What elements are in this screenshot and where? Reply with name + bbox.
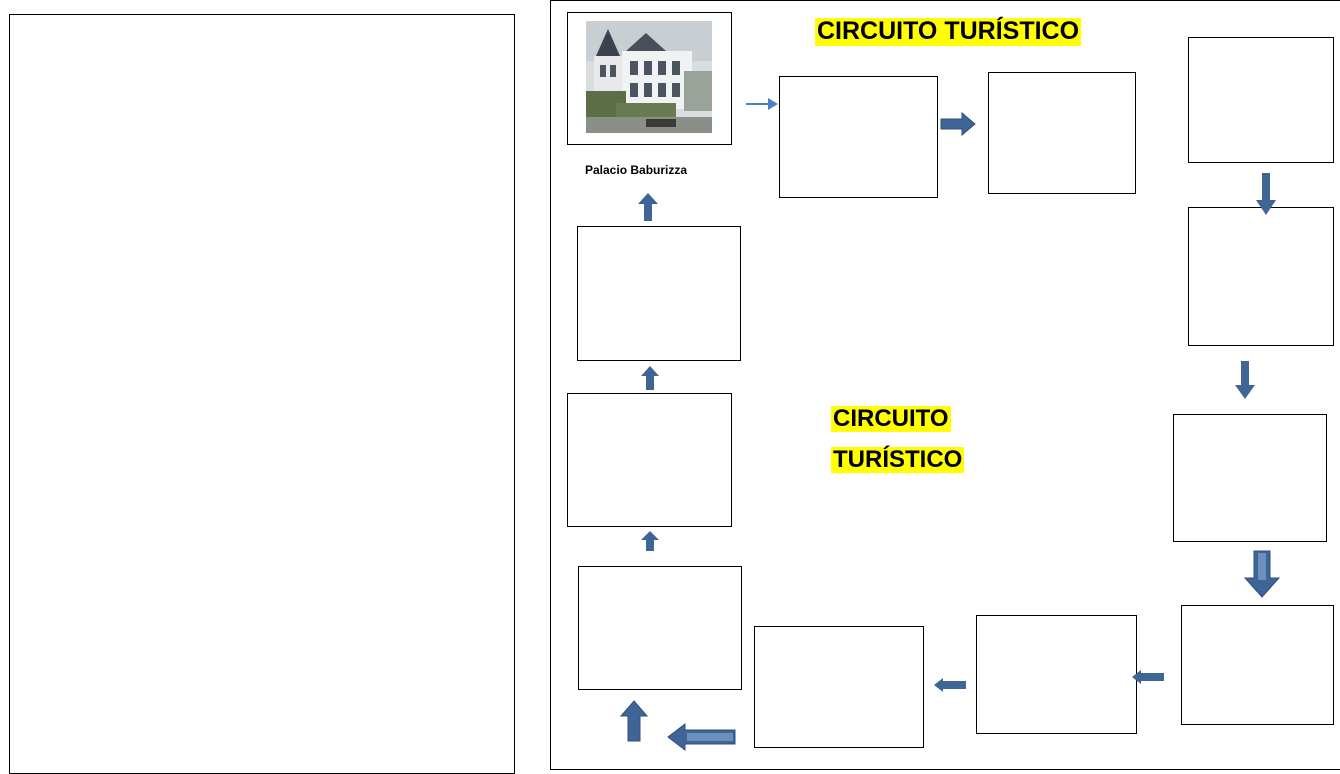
block-arrow-up-icon — [638, 193, 658, 221]
circuit-box-3 — [988, 72, 1136, 194]
circuit-box-5 — [1188, 207, 1334, 346]
block-arrow-right-icon — [940, 112, 976, 136]
circuit-box-8 — [976, 615, 1137, 734]
left-blank-panel — [9, 14, 515, 774]
circuit-box-7 — [1181, 605, 1334, 725]
block-arrow-down-icon — [1244, 550, 1280, 598]
block-arrow-up-icon — [620, 700, 648, 742]
block-arrow-left-icon — [1132, 670, 1164, 684]
block-arrow-up-icon — [641, 531, 659, 551]
center-title-line2: TURÍSTICO — [831, 446, 965, 474]
block-arrow-left-icon — [934, 678, 966, 692]
thin-right-arrow-icon — [746, 98, 778, 110]
block-arrow-down-icon — [1256, 173, 1276, 215]
palacio-baburizza-photo — [586, 21, 712, 133]
circuit-box-6 — [1173, 414, 1327, 542]
circuit-box-11 — [567, 393, 732, 527]
top-title: CIRCUITO TURÍSTICO — [815, 17, 1082, 46]
circuit-box-9 — [754, 626, 924, 748]
start-caption: Palacio Baburizza — [585, 163, 688, 177]
block-arrow-left-icon — [667, 723, 736, 751]
block-arrow-up-icon — [641, 366, 659, 390]
circuit-box-2 — [779, 76, 938, 198]
center-title-line1: CIRCUITO — [831, 405, 951, 433]
circuit-box-10 — [578, 566, 742, 690]
circuit-box-12 — [577, 226, 741, 361]
block-arrow-down-icon — [1235, 361, 1255, 399]
circuit-box-4 — [1188, 37, 1334, 163]
